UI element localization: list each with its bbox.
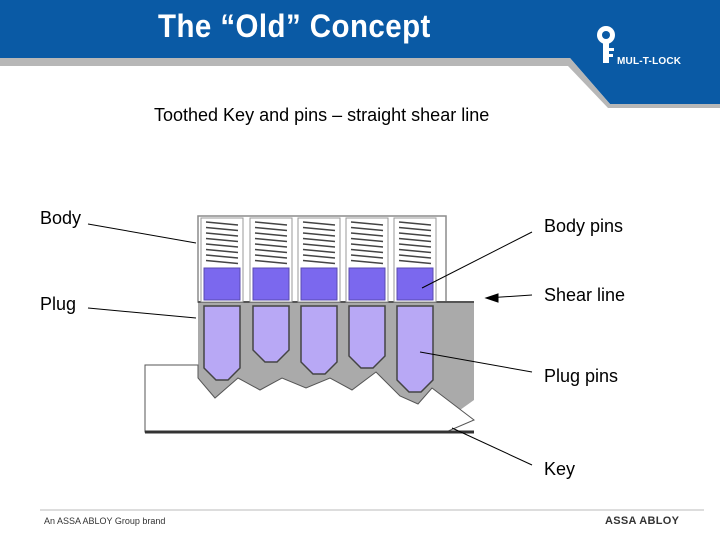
label-shear-line: Shear line (544, 285, 626, 305)
leader-lines (87, 223, 533, 466)
plug-pin (252, 305, 290, 363)
spring-coil (302, 221, 336, 265)
body-leader-line (87, 223, 197, 244)
diagram-subtitle: Toothed Key and pins – straight shear li… (154, 105, 490, 125)
footer-logo: ASSA ABLOY (605, 515, 680, 527)
spring-coil (398, 221, 432, 265)
body-pin (300, 267, 338, 301)
footer-brand-note: An ASSA ABLOY Group brand (44, 516, 166, 526)
spring-coil (350, 221, 384, 265)
body-pin (348, 267, 386, 301)
pin-stacks (200, 217, 437, 393)
label-body: Body (40, 208, 82, 228)
body-pin (396, 267, 434, 301)
spring-coil (254, 221, 288, 265)
label-key: Key (544, 459, 576, 479)
key-leader-line (451, 427, 533, 466)
plug-pin (348, 305, 386, 369)
slide-title: The “Old” Concept (158, 8, 431, 44)
plug-pins-leader-line (419, 351, 533, 373)
header-bar (0, 0, 720, 104)
label-plug: Plug (40, 294, 77, 314)
body-pin (203, 267, 241, 301)
body-pins-leader-line (421, 231, 533, 289)
label-plug-pins: Plug pins (544, 366, 619, 386)
plug-leader-line (87, 307, 197, 319)
body-pin (252, 267, 290, 301)
toothed-key (144, 364, 475, 433)
header-underline (0, 58, 570, 66)
plug-pin (203, 305, 241, 381)
shear-line-arrow (484, 293, 499, 303)
spring-coil (205, 221, 239, 265)
brand-logo-text: MUL-T-LOCK (617, 56, 682, 67)
label-body-pins: Body pins (544, 216, 624, 236)
plug-pin (396, 305, 434, 393)
plug-pin (300, 305, 338, 375)
key-logo-icon (597, 26, 615, 63)
